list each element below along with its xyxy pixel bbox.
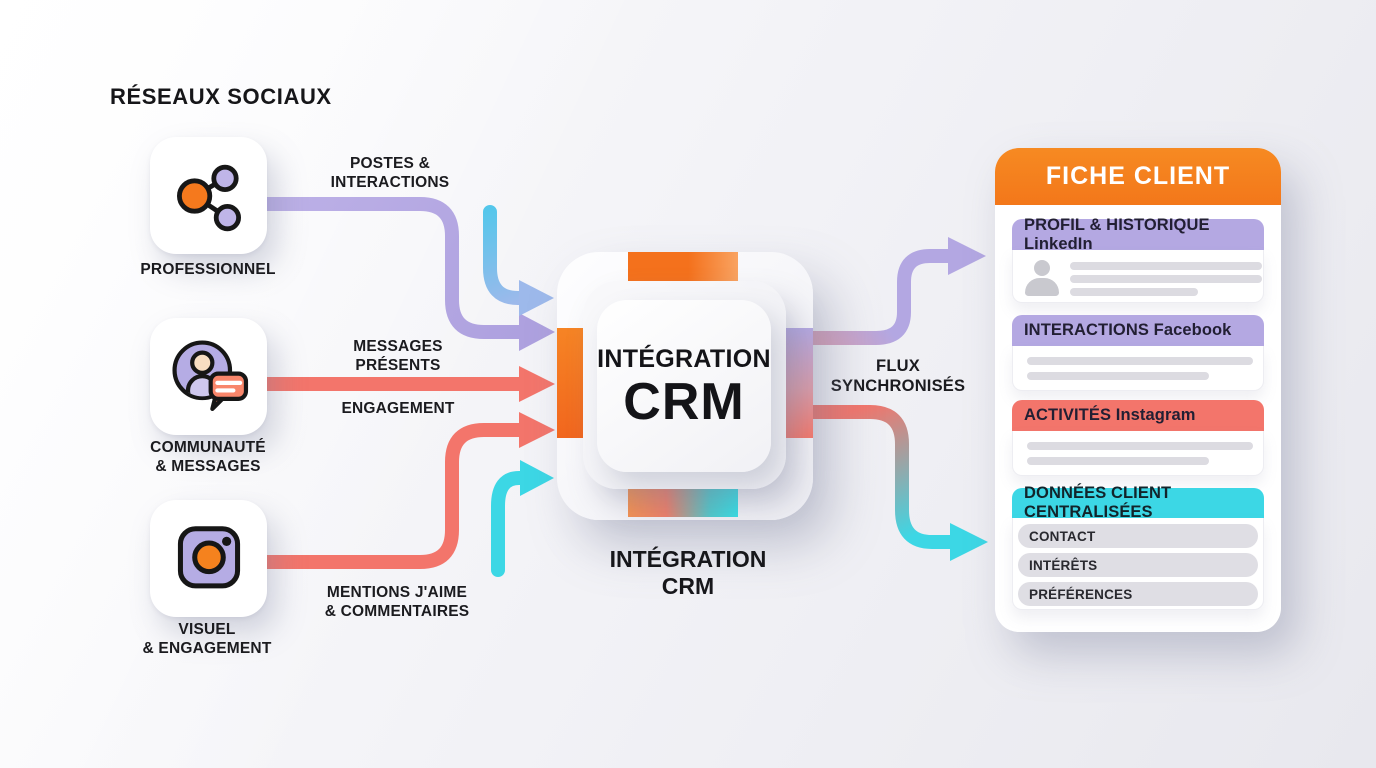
section-interactions-header: INTERACTIONS Facebook bbox=[1012, 315, 1264, 346]
page-title: RÉSEAUX SOCIAUX bbox=[110, 84, 332, 109]
share-network-icon bbox=[176, 164, 241, 231]
placeholder-line bbox=[1027, 357, 1253, 365]
section-activites-body bbox=[1012, 431, 1264, 476]
fiche-client-card: FICHE CLIENT PROFIL & HISTORIQUE LinkedI… bbox=[995, 148, 1281, 632]
placeholder-line bbox=[1070, 288, 1198, 296]
community-label: COMMUNAUTÉ & MESSAGES bbox=[150, 439, 266, 475]
crm-title-line2: CRM bbox=[623, 372, 745, 431]
crm-connector-right bbox=[786, 328, 813, 438]
visual-card bbox=[150, 500, 267, 617]
community-card bbox=[150, 318, 267, 435]
section-donnees-header: DONNÉES CLIENT CENTRALISÉES bbox=[1012, 484, 1264, 521]
crm-title-line1: INTÉGRATION bbox=[597, 344, 771, 373]
pill-interets: INTÉRÊTS bbox=[1018, 553, 1258, 577]
instagram-camera-icon bbox=[177, 525, 240, 588]
placeholder-line bbox=[1027, 442, 1253, 450]
placeholder-line bbox=[1070, 262, 1262, 270]
flow-label-engagement: ENGAGEMENT bbox=[341, 400, 455, 417]
pill-preferences: PRÉFÉRENCES bbox=[1018, 582, 1258, 606]
pill-contact: CONTACT bbox=[1018, 524, 1258, 548]
profile-avatar-icon bbox=[1023, 258, 1061, 298]
placeholder-line bbox=[1027, 457, 1209, 465]
visual-label: VISUEL & ENGAGEMENT bbox=[142, 621, 272, 657]
crm-connector-left bbox=[557, 328, 584, 438]
section-profil-header: PROFIL & HISTORIQUE LinkedIn bbox=[1012, 216, 1264, 253]
section-activites-header: ACTIVITÉS Instagram bbox=[1012, 400, 1264, 431]
crm-box-inner: INTÉGRATION CRM bbox=[597, 300, 771, 472]
section-interactions-body bbox=[1012, 346, 1264, 391]
community-chat-icon bbox=[171, 339, 248, 411]
placeholder-line bbox=[1027, 372, 1209, 380]
flow-label-posts: POSTES & INTERACTIONS bbox=[330, 155, 450, 191]
flow-label-sync: FLUX SYNCHRONISÉS bbox=[830, 357, 966, 395]
professional-label: PROFESSIONNEL bbox=[140, 261, 276, 278]
placeholder-line bbox=[1070, 275, 1262, 283]
crm-connector-top bbox=[628, 252, 738, 282]
crm-caption: INTÉGRATION CRM bbox=[609, 546, 767, 600]
flow-label-messages: MESSAGES PRÉSENTS bbox=[353, 338, 443, 374]
crm-connector-bottom bbox=[628, 487, 738, 517]
professional-card bbox=[150, 137, 267, 254]
fiche-client-header: FICHE CLIENT bbox=[995, 148, 1281, 205]
flow-label-mentions: MENTIONS J'AIME & COMMENTAIRES bbox=[324, 584, 470, 620]
